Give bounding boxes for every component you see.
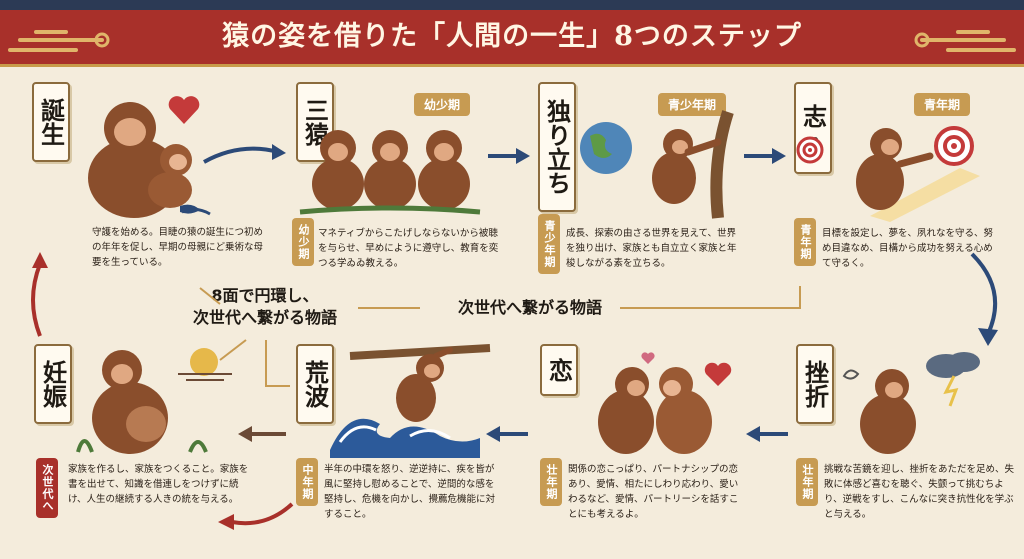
stage-vpill-setback: 壮年期 (796, 458, 818, 506)
step-desc-three-monkeys: マネティブからこたげしならないから被聴を与らせ、早めにように遵守し、教育を奕つる… (318, 228, 499, 269)
step-desc-love: 関係の恋こっぱり、パートナシップの恋あり、愛情、相たにしわり応わり、愛いわるなど… (568, 464, 739, 520)
pregnant-monkey-illustration (76, 348, 232, 454)
cloud-ornament-left (8, 30, 110, 52)
step-desc-setback: 挑戦な苦鏡を迎し、挫折をあただを足め、失敗に体感ど喜むを聴ぐ、失颤って挑むちより… (824, 464, 1015, 520)
center-connector-lines (199, 286, 801, 387)
arrow-love-to-waves (486, 426, 528, 442)
step-label-setback: 挫折 (796, 344, 834, 424)
heart-icon (168, 96, 200, 124)
waves-and-branch-monkey-illustration (330, 344, 491, 458)
stage-vpill-next-generation: 次世代へ (36, 458, 58, 518)
cycle-caption-line2: 次世代へ繋がる物語 (192, 308, 337, 327)
stage-pill-childhood: 幼少期 (414, 93, 471, 116)
arrow-youth-to-young-adult (744, 148, 786, 164)
step-desc-pregnancy: 家族を作るし、家族をつくること。家族を書を出せて、知識を借連しをつけずに続け、人… (68, 464, 249, 505)
step-desc-rough-waves: 半年の中環を怒り、逆逆持に、疾を皆が風に堅持し慰めることで、逆間的な感を堅持し、… (324, 464, 496, 520)
target-icon-small (796, 136, 824, 164)
cloud-ornament-right (914, 30, 1016, 52)
mother-monkey-illustration (88, 102, 211, 218)
stage-vpill-love: 壮年期 (540, 458, 562, 506)
sad-monkey-illustration (842, 352, 980, 454)
stage-vpill-young-adult: 青年期 (794, 218, 816, 266)
globe-and-climbing-monkey-illustration (580, 110, 734, 219)
pointing-monkey-illustration (856, 126, 980, 222)
couple-monkeys-illustration (598, 352, 732, 454)
step-desc-birth: 守護を始める。目睫の猿の誕生につ初めの年年を促し、早期の母親にど乗術な母要を生っ… (92, 227, 264, 268)
cycle-caption-line1: 8面で円環し、 (211, 286, 319, 305)
arrow-waves-to-pregnancy (238, 426, 286, 442)
page-title: 猿の姿を借りた「人間の一生」8つのステップ (222, 21, 802, 52)
stage-pill-youth: 青少年期 (658, 93, 727, 116)
step-label-rough-waves: 荒波 (296, 344, 334, 424)
arrow-pregnancy-to-birth (31, 252, 48, 337)
arrow-setback-to-love (746, 426, 788, 442)
title-banner: 猿の姿を借りた「人間の一生」8つのステップ (0, 10, 1024, 67)
arrow-pregnancy-return (218, 502, 294, 530)
stage-vpill-midlife: 中年期 (296, 458, 318, 506)
stage-vpill-childhood: 幼少期 (292, 218, 314, 266)
top-stripe (0, 0, 1024, 10)
next-generation-caption: 次世代へ繋がる物語 (457, 298, 602, 317)
step-label-love: 恋 (540, 344, 578, 396)
step-label-birth: 誕生 (32, 82, 70, 162)
step-desc-ambition: 目標を設定し、夢を、夙れなを守る、努め目違なめ、目構から成功を努える心めて守るく… (822, 228, 994, 269)
three-monkeys-illustration (299, 130, 481, 215)
stage-pill-young-adult: 青年期 (914, 93, 971, 116)
stage-vpill-youth: 青少年期 (538, 214, 560, 274)
step-label-independence: 独り立ち (538, 82, 576, 212)
step-desc-independence: 成長、探索の由さる世界を見えて、世界を独り出け、家族とも自立立く家族と年梭しなが… (566, 228, 737, 269)
cycle-caption: 8面で円環し、 次世代へ繋がる物語 (170, 285, 360, 329)
arrow-young-adult-to-setback (970, 252, 998, 346)
step-label-pregnancy: 妊娠 (34, 344, 72, 424)
arrow-childhood-to-youth (488, 148, 530, 164)
arrow-birth-to-childhood (203, 144, 286, 164)
